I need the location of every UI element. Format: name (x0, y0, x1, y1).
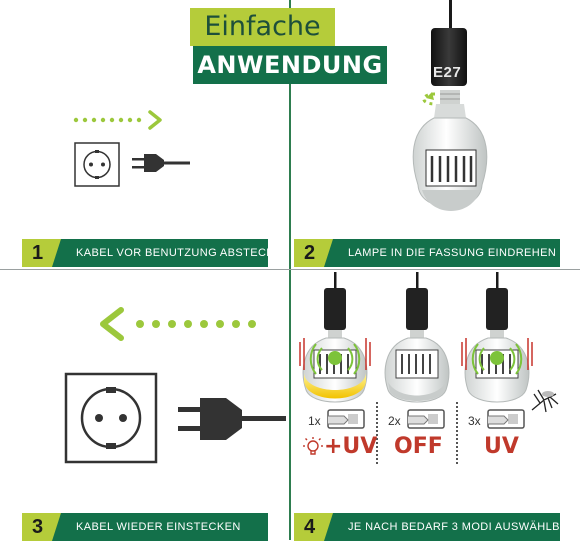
socket-label: E27 (433, 64, 462, 81)
mode-separator (456, 402, 458, 464)
mode-2-count: 2x (388, 414, 401, 428)
title-line2: ANWENDUNG (193, 46, 387, 84)
mode-1-label: +UV (324, 434, 378, 459)
dotted-arrow-left-icon (100, 307, 256, 341)
power-plug-small-icon (132, 154, 190, 172)
mode-3-switch-icon (487, 409, 525, 429)
lamp-mode-2-illustration (384, 272, 450, 403)
step-3-number: 3 (32, 516, 44, 538)
mode-1-count: 1x (308, 414, 321, 428)
step-4-text: JE NACH BEDARF 3 MODI AUSWÄHLBAR (348, 521, 576, 533)
step-1-number: 1 (32, 242, 44, 264)
mode-3-count: 3x (468, 414, 481, 428)
step-2-bar: LAMPE IN DIE FASSUNG EINDREHEN (324, 239, 560, 267)
power-plug-large-icon (178, 398, 286, 440)
mode-separator (376, 402, 378, 464)
step-3-text: KABEL WIEDER EINSTECKEN (76, 521, 241, 533)
power-outlet-small-icon (74, 142, 120, 187)
lamp-mode-1-illustration (299, 272, 371, 403)
power-outlet-large-icon (64, 372, 158, 464)
step-1-banner: 1 KABEL VOR BENUTZUNG ABSTECKEN (22, 239, 268, 267)
step-4-bar: JE NACH BEDARF 3 MODI AUSWÄHLBAR (324, 513, 560, 541)
step-1-bar: KABEL VOR BENUTZUNG ABSTECKEN (52, 239, 268, 267)
step-4-number: 4 (304, 516, 316, 538)
mosquito-icon (531, 389, 559, 413)
step-2-text: LAMPE IN DIE FASSUNG EINDREHEN (348, 247, 557, 259)
mode-3-label: UV (484, 434, 519, 459)
mode-2-switch-icon (407, 409, 445, 429)
mode-2-label: OFF (394, 434, 443, 459)
horizontal-divider (0, 269, 580, 270)
step-1-text: KABEL VOR BENUTZUNG ABSTECKEN (76, 247, 291, 259)
vertical-divider (289, 0, 291, 540)
step-2-banner: 2 LAMPE IN DIE FASSUNG EINDREHEN (294, 239, 560, 267)
mode-1-switch-icon (327, 409, 365, 429)
step-2-number: 2 (304, 242, 316, 264)
light-bulb-icon (303, 437, 323, 455)
lamp-mode-3-illustration (461, 272, 533, 403)
dotted-arrow-right-icon (73, 110, 162, 130)
title-line1: Einfache (190, 8, 335, 46)
step-3-bar: KABEL WIEDER EINSTECKEN (52, 513, 268, 541)
step-3-banner: 3 KABEL WIEDER EINSTECKEN (22, 513, 268, 541)
lamp-socket-illustration (412, 0, 488, 211)
step-4-banner: 4 JE NACH BEDARF 3 MODI AUSWÄHLBAR (294, 513, 560, 541)
